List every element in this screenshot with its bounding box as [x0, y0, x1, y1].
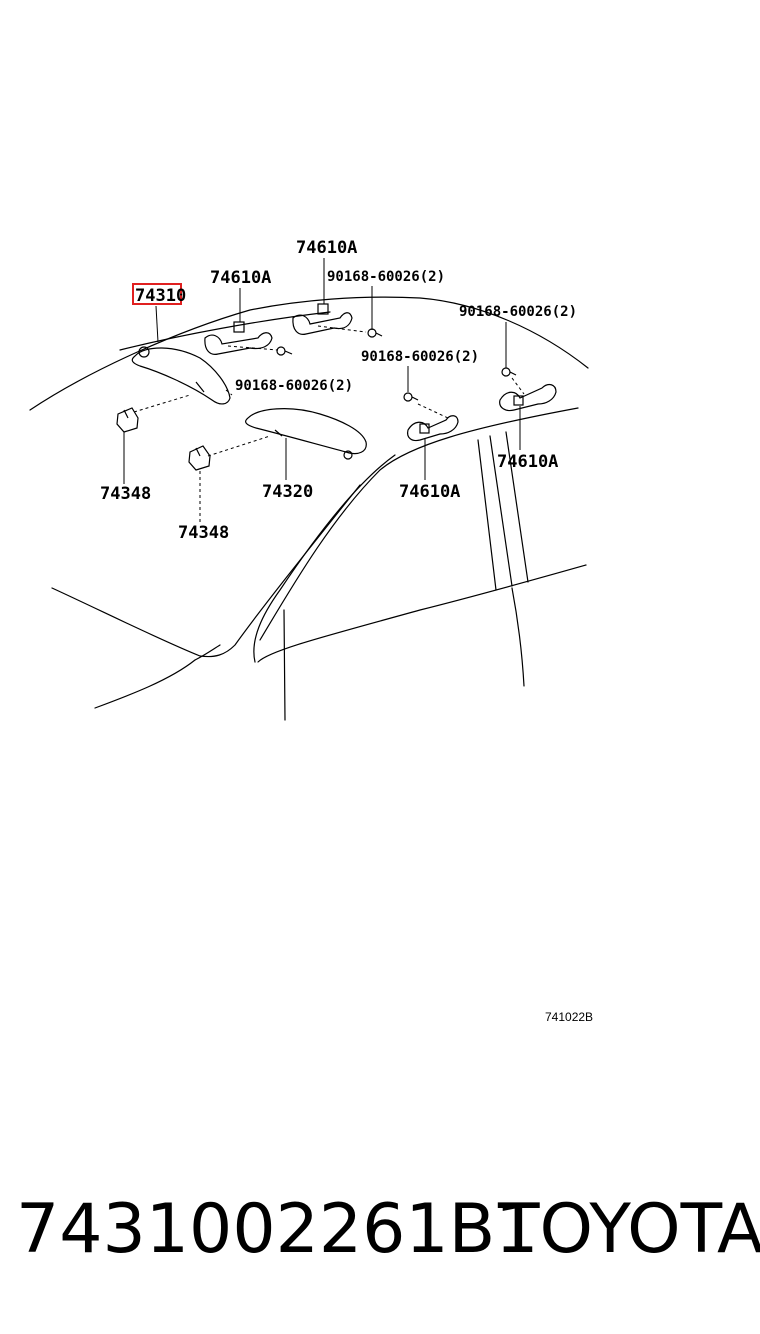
- visor-holder-right: [188, 445, 211, 471]
- assist-grip-3: [407, 415, 459, 442]
- drawing-number: 741022B: [545, 1010, 593, 1024]
- callout-screw-right[interactable]: 90168-60026(2): [459, 304, 577, 320]
- assist-grip-1: [204, 321, 273, 355]
- visor-holder-left: [116, 407, 139, 433]
- car-outline: [29, 296, 589, 721]
- assist-grip-2: [292, 303, 353, 335]
- callout-74610a-bottom[interactable]: 74610A: [399, 482, 460, 502]
- sun-visor-right: [245, 408, 367, 460]
- brand-name: TOYOTA: [498, 1190, 760, 1269]
- leader-lines: [123, 258, 521, 484]
- sun-visor-left: [131, 346, 231, 405]
- callout-screw-middle[interactable]: 90168-60026(2): [361, 349, 479, 365]
- callout-74320[interactable]: 74320: [262, 482, 313, 502]
- callout-74610a-left[interactable]: 74610A: [210, 268, 271, 288]
- assist-grip-4: [499, 383, 557, 412]
- callout-74610a-right[interactable]: 74610A: [497, 452, 558, 472]
- callout-74348-right[interactable]: 74348: [178, 523, 229, 543]
- callout-74310[interactable]: 74310: [135, 286, 186, 306]
- callout-screw-left[interactable]: 90168-60026(2): [235, 378, 353, 394]
- callout-screw-top[interactable]: 90168-60026(2): [327, 269, 445, 285]
- dashed-leaders: [133, 325, 525, 522]
- highlight-box: [132, 283, 182, 305]
- callout-74610a-top[interactable]: 74610A: [296, 238, 357, 258]
- callout-74348-left[interactable]: 74348: [100, 484, 151, 504]
- part-number: 7431002261B1: [16, 1190, 539, 1269]
